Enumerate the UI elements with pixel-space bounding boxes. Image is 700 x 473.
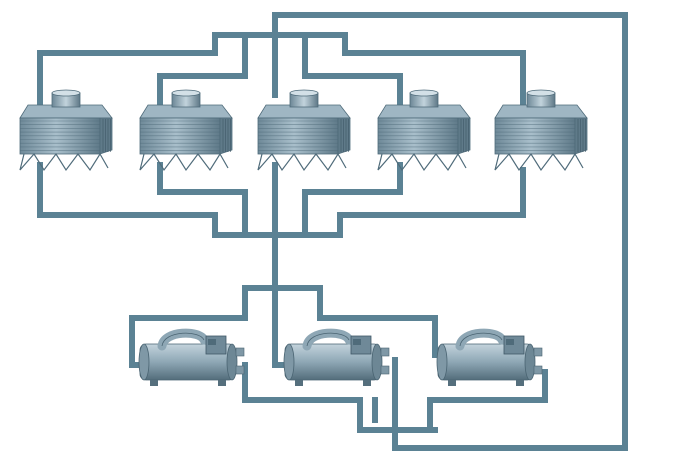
cooling-tower-icon <box>19 89 113 172</box>
top-header-pipe <box>37 32 526 118</box>
tower2-drain-pipe <box>157 162 248 238</box>
chiller-unit-icon <box>436 328 543 386</box>
cooling-towers <box>19 89 588 172</box>
header-branch-tower4 <box>302 32 403 118</box>
tower-bottom-header <box>37 162 526 238</box>
cooling-tower-icon <box>257 89 351 172</box>
chiller1-supply-pipe <box>129 302 248 368</box>
chiller-unit-icon <box>138 328 245 386</box>
chiller-top-header <box>242 285 438 358</box>
header-branch-tower2 <box>157 32 248 118</box>
cooling-tower-icon <box>139 89 233 172</box>
cooling-tower-icon <box>377 89 471 172</box>
tower4-drain-pipe <box>302 162 403 238</box>
chillers <box>138 328 543 386</box>
return-loop-pipe <box>272 12 628 451</box>
chiller-bottom-header <box>242 362 438 433</box>
cooling-tower-icon <box>494 89 588 172</box>
chiller-unit-icon <box>283 328 390 386</box>
chiller3-return-pipe <box>427 369 548 433</box>
pipe-network <box>37 12 628 451</box>
